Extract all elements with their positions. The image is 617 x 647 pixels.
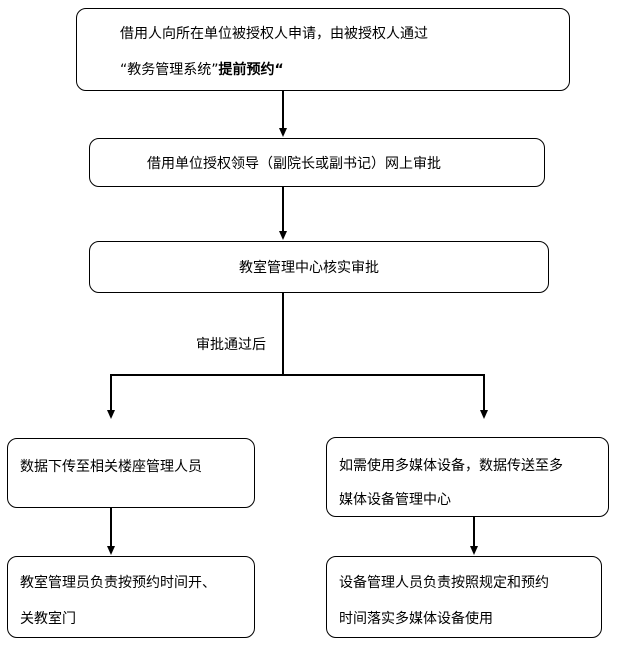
step-request-line1: 借用人向所在单位被授权人申请，由被授权人通过 [120, 26, 428, 42]
step-request-system-name: “教务管理系统” [120, 62, 219, 78]
right-box-multimedia-request: 如需使用多媒体设备，数据传送至多 媒体设备管理中心 [326, 437, 609, 517]
branch-label: 审批通过后 [196, 337, 266, 353]
connector-left-lower [110, 508, 112, 547]
left-box-data-transfer: 数据下传至相关楼座管理人员 [7, 438, 255, 508]
left-box-data-transfer-text: 数据下传至相关楼座管理人员 [20, 459, 202, 475]
connector-2-3 [282, 187, 284, 231]
left-box-classroom-admin-line1: 教室管理员负责按预约时间开、 [20, 575, 216, 591]
left-box-classroom-admin: 教室管理员负责按预约时间开、 关教室门 [7, 556, 255, 638]
step-request-line2: “教务管理系统”提前预约“ [120, 59, 284, 79]
step-verify-text: 教室管理中心核实审批 [239, 260, 379, 276]
connector-trunk [282, 293, 284, 375]
arrow-left-lower [107, 546, 115, 555]
left-box-classroom-admin-line2: 关教室门 [20, 611, 76, 627]
step-online-approval-text: 借用单位授权领导（副院长或副书记）网上审批 [147, 156, 441, 172]
right-box-multimedia-request-line1: 如需使用多媒体设备，数据传送至多 [339, 458, 563, 474]
connector-left-drop [110, 374, 112, 411]
arrow-right-lower [470, 546, 478, 555]
right-box-equipment-admin: 设备管理人员负责按照规定和预约 时间落实多媒体设备使用 [326, 556, 602, 638]
arrow-2-3 [279, 231, 287, 240]
connector-right-lower [473, 517, 475, 547]
connector-right-drop [483, 374, 485, 411]
connector-1-2 [282, 91, 284, 129]
step-box-online-approval: 借用单位授权领导（副院长或副书记）网上审批 [89, 138, 545, 187]
step-box-request: 借用人向所在单位被授权人申请，由被授权人通过 “教务管理系统”提前预约“ [76, 8, 570, 91]
step-request-reserve-text: 提前预约“ [218, 62, 284, 78]
arrow-1-2 [279, 128, 287, 137]
connector-split [110, 374, 484, 376]
arrow-right-drop [480, 410, 488, 419]
right-box-equipment-admin-line1: 设备管理人员负责按照规定和预约 [339, 575, 549, 591]
step-box-verify: 教室管理中心核实审批 [89, 241, 549, 293]
right-box-equipment-admin-line2: 时间落实多媒体设备使用 [339, 611, 493, 627]
right-box-multimedia-request-line2: 媒体设备管理中心 [339, 492, 451, 508]
arrow-left-drop [107, 410, 115, 419]
